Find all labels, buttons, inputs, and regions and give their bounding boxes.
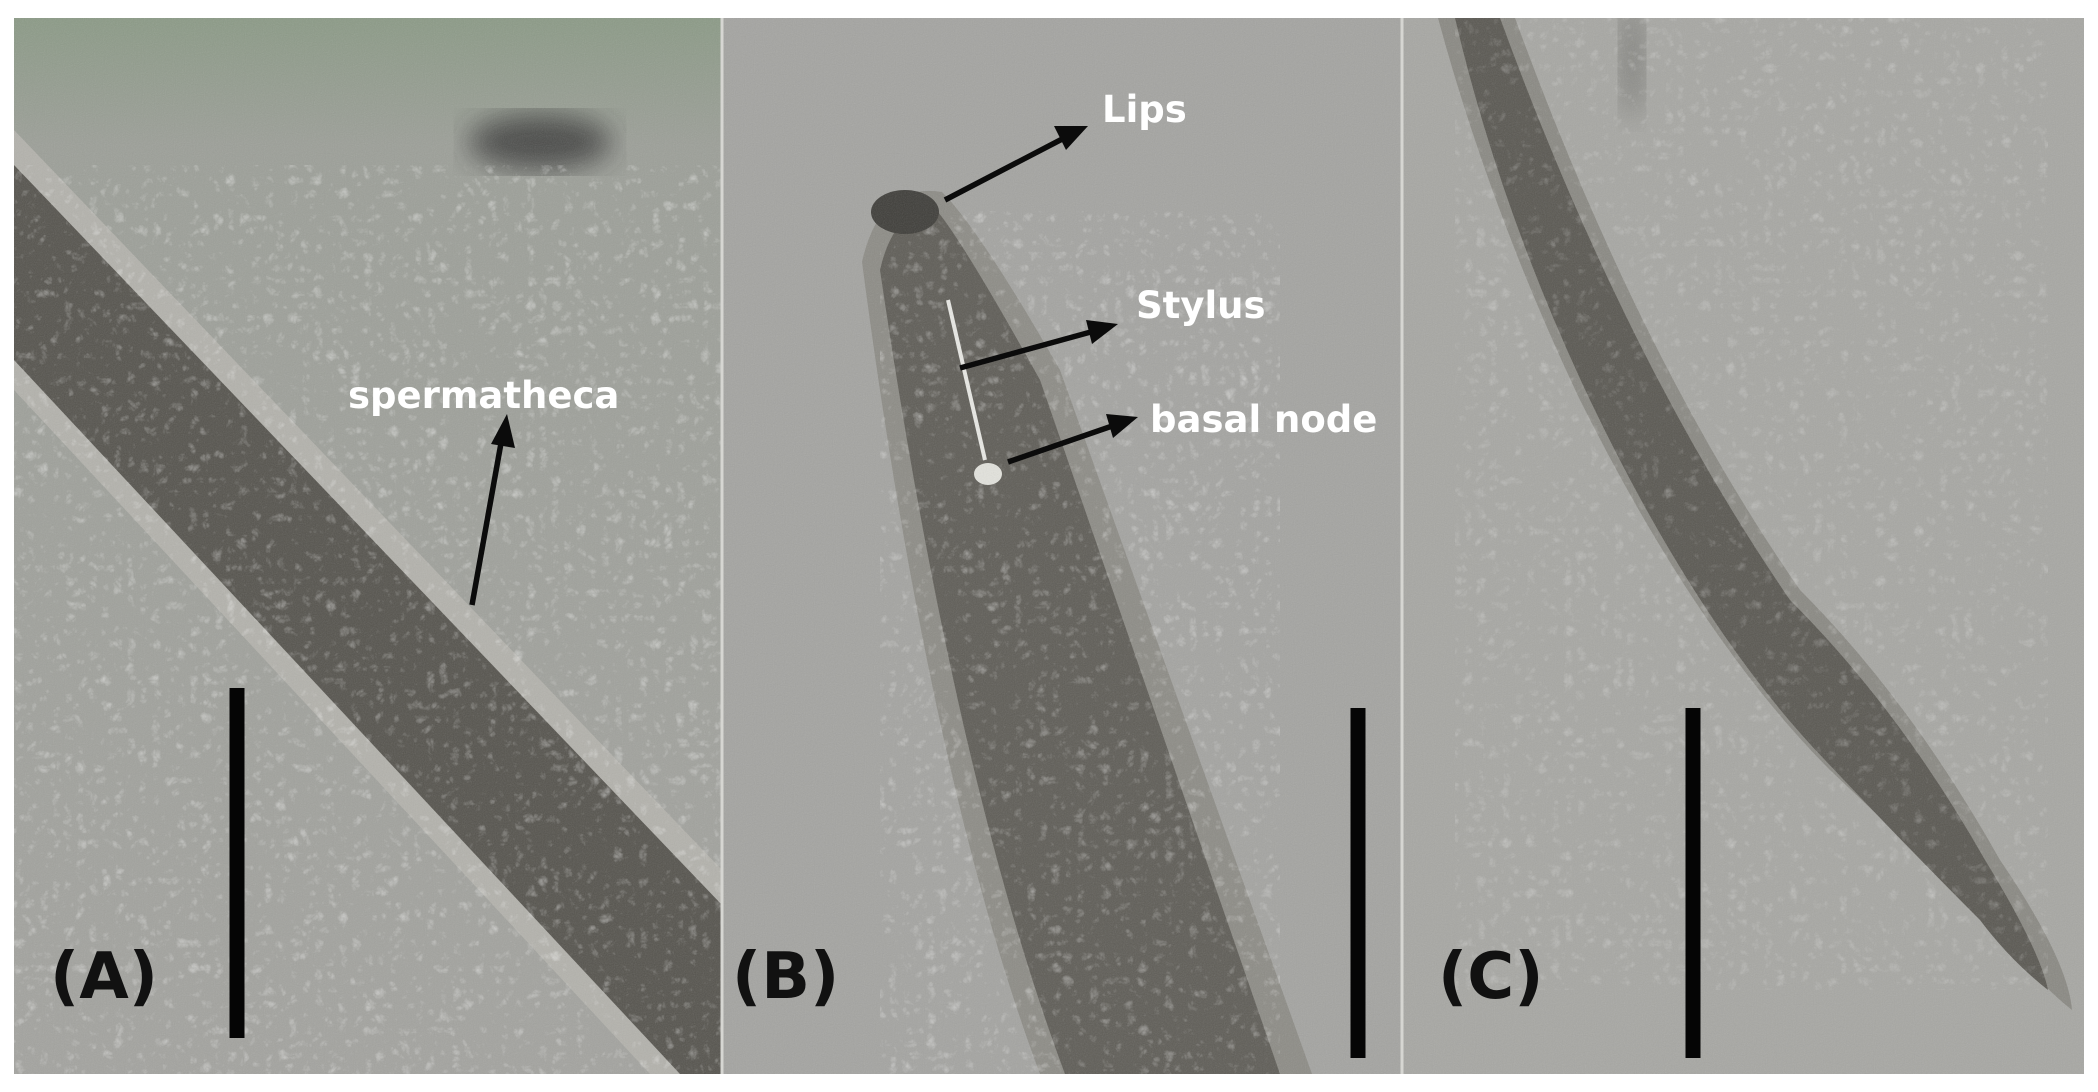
label-basal-node: basal node [1150, 398, 1377, 441]
panel-c [1402, 18, 2084, 1074]
label-lips: Lips [1102, 88, 1187, 131]
panel-label-a: (A) [50, 940, 158, 1014]
label-stylus: Stylus [1136, 284, 1266, 327]
panel-a [14, 18, 722, 1074]
arrow-basal-node [1007, 414, 1138, 465]
panel-b [722, 18, 1402, 1074]
arrow-lips [943, 126, 1088, 203]
arrow-stylus [959, 320, 1118, 371]
panel-label-b: (B) [732, 940, 839, 1014]
panel-label-c: (C) [1438, 940, 1543, 1014]
label-spermatheca: spermatheca [348, 374, 619, 417]
arrow-spermatheca [469, 414, 515, 606]
